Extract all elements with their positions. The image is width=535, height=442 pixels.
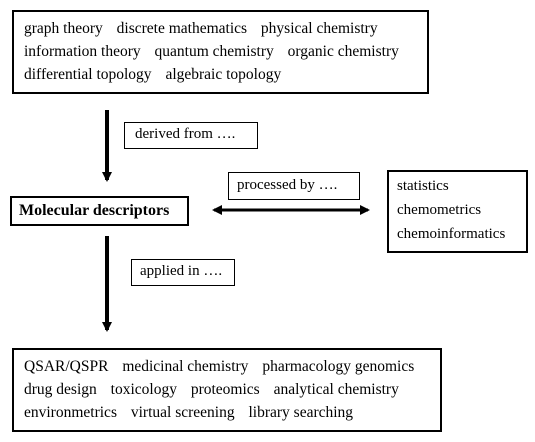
method-chemometrics: chemometrics <box>397 202 482 218</box>
derived-from-label: derived from …. <box>135 126 236 142</box>
top-disciplines-box: graph theory discrete mathematics physic… <box>12 10 429 94</box>
processed-by-label: processed by …. <box>237 177 338 193</box>
applied-in-label-box: applied in …. <box>131 259 235 286</box>
method-chemoinformatics: chemoinformatics <box>397 226 506 242</box>
applications-box: QSAR/QSPR medicinal chemistry pharmacolo… <box>12 348 442 432</box>
term-quantum-chemistry: quantum chemistry <box>154 43 274 60</box>
term-differential-topology: differential topology <box>24 66 152 83</box>
bottom-line-3: environmetrics virtual screening library… <box>24 404 363 422</box>
term-information-theory: information theory <box>24 43 141 60</box>
app-qsar-qspr: QSAR/QSPR <box>24 358 109 375</box>
app-pharmacology-genomics: pharmacology genomics <box>262 358 415 375</box>
top-line-1: graph theory discrete mathematics physic… <box>24 20 388 38</box>
top-line-3: differential topology algebraic topology <box>24 66 291 84</box>
method-statistics: statistics <box>397 178 449 194</box>
bottom-line-1: QSAR/QSPR medicinal chemistry pharmacolo… <box>24 358 424 376</box>
bottom-line-2: drug design toxicology proteomics analyt… <box>24 381 409 399</box>
top-line-2: information theory quantum chemistry org… <box>24 43 409 61</box>
term-discrete-mathematics: discrete mathematics <box>116 20 248 37</box>
term-organic-chemistry: organic chemistry <box>287 43 399 60</box>
applied-in-label: applied in …. <box>140 263 223 279</box>
app-environmetrics: environmetrics <box>24 404 117 421</box>
molecular-descriptors-title: Molecular descriptors <box>19 202 170 219</box>
term-algebraic-topology: algebraic topology <box>165 66 282 83</box>
app-virtual-screening: virtual screening <box>130 404 235 421</box>
app-drug-design: drug design <box>24 381 97 398</box>
derived-from-label-box: derived from …. <box>124 122 258 149</box>
molecular-descriptors-box: Molecular descriptors <box>10 196 189 226</box>
app-library-searching: library searching <box>248 404 354 421</box>
term-physical-chemistry: physical chemistry <box>260 20 378 37</box>
app-medicinal-chemistry: medicinal chemistry <box>122 358 249 375</box>
processed-by-label-box: processed by …. <box>228 172 360 200</box>
app-toxicology: toxicology <box>110 381 177 398</box>
app-analytical-chemistry: analytical chemistry <box>273 381 399 398</box>
app-proteomics: proteomics <box>190 381 260 398</box>
analysis-methods-box: statistics chemometrics chemoinformatics <box>387 170 528 253</box>
term-graph-theory: graph theory <box>24 20 103 37</box>
